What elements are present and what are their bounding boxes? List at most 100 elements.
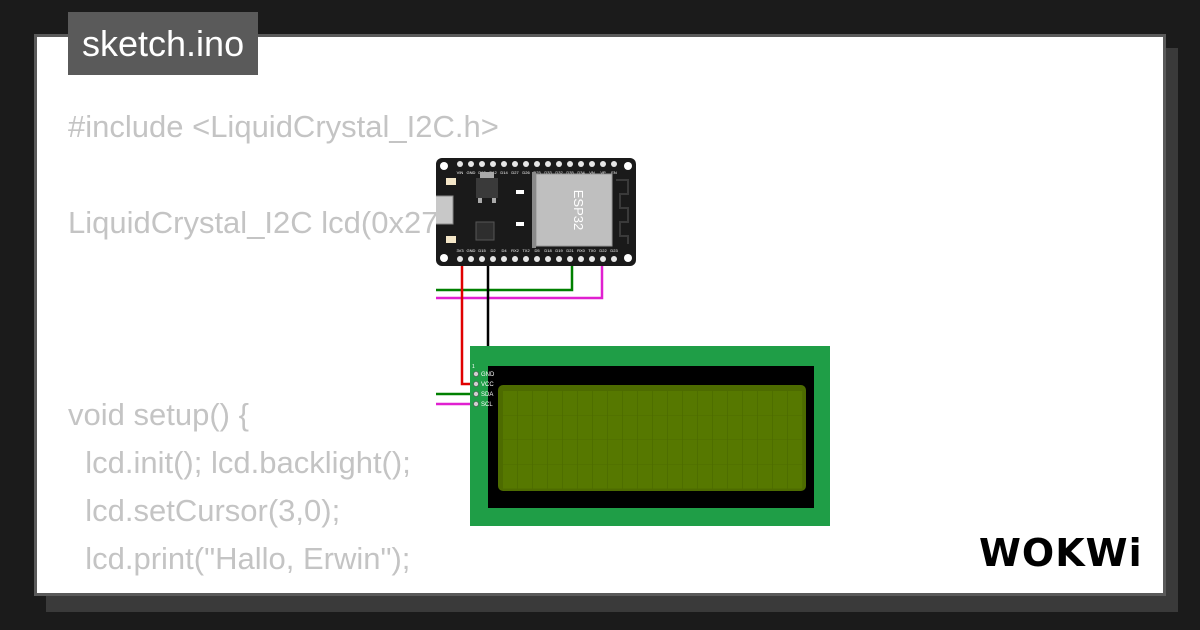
lcd-char-cell <box>518 440 533 464</box>
esp32-pin-hole <box>545 161 551 167</box>
lcd-char-cell <box>653 440 668 464</box>
esp32-top-pins <box>457 161 617 167</box>
lcd-char-cell <box>728 415 743 440</box>
lcd-char-cell <box>533 391 548 415</box>
esp32-pin-label: VN <box>589 170 595 175</box>
esp32-pin-label: D25 <box>533 170 541 175</box>
lcd-char-cell <box>578 415 593 440</box>
esp32-pin-label: D21 <box>566 248 574 253</box>
simulation-canvas[interactable]: #include <LiquidCrystal_I2C.h>LiquidCrys… <box>34 34 1166 596</box>
esp32-pin-label: VIN <box>457 170 464 175</box>
lcd-char-cell <box>518 415 533 440</box>
lcd-char-cell <box>638 415 653 440</box>
lcd-char-cell <box>548 415 563 440</box>
lcd-pin-label: VCC <box>481 382 494 388</box>
esp32-pin-hole <box>501 161 507 167</box>
esp32-pin-label: D33 <box>544 170 552 175</box>
esp32-board[interactable]: VINGNDD13D12D14D27D26D25D33D32D35D34VNVP… <box>436 158 636 266</box>
lcd-2004-display[interactable]: 1 GND VCC SDA SCL <box>470 346 830 526</box>
lcd-char-cell <box>578 464 593 489</box>
esp32-pin-label: GND <box>467 248 476 253</box>
wire-magenta-scl <box>436 259 604 406</box>
esp32-pin-hole <box>589 256 595 262</box>
esp32-pin-hole <box>490 256 496 262</box>
lcd-pin <box>473 401 479 407</box>
esp32-pin-hole <box>556 161 562 167</box>
lcd-pin-label: GND <box>481 372 495 378</box>
esp32-pin-hole <box>578 161 584 167</box>
code-editor-background: #include <LiquidCrystal_I2C.h>LiquidCrys… <box>68 103 544 593</box>
esp32-pin-hole <box>567 256 573 262</box>
esp32-module <box>535 173 613 247</box>
esp32-pin-label: D22 <box>599 248 607 253</box>
lcd-char-cell <box>713 415 728 440</box>
lcd-char-cell <box>743 415 758 440</box>
esp32-pin-label: D23 <box>610 248 618 253</box>
esp32-pin-hole <box>600 161 606 167</box>
esp32-pin-hole <box>479 161 485 167</box>
wokwi-logo-text: WOKWi <box>979 531 1143 575</box>
lcd-char-cell <box>623 415 638 440</box>
wire-green-sda <box>436 259 574 396</box>
esp32-pin-hole <box>490 161 496 167</box>
esp32-pin-hole <box>556 256 562 262</box>
lcd-char-cell <box>668 440 683 464</box>
esp32-pin-label: D4 <box>501 248 507 253</box>
lcd-char-cell <box>623 464 638 489</box>
circuit-diagram: VINGNDD13D12D14D27D26D25D33D32D35D34VNVP… <box>436 158 830 526</box>
esp32-pin-hole <box>468 256 474 262</box>
esp32-pin-label: D34 <box>577 170 585 175</box>
lcd-char-cell <box>683 464 698 489</box>
lcd-char-cell <box>533 440 548 464</box>
lcd-char-cell <box>548 464 563 489</box>
lcd-pin <box>473 391 479 397</box>
esp32-pin-hole <box>534 161 540 167</box>
esp32-pin-hole <box>611 161 617 167</box>
esp32-pin-label: RX2 <box>511 248 520 253</box>
esp32-pin-label: RX0 <box>577 248 586 253</box>
esp32-pin-label: D26 <box>522 170 530 175</box>
file-tab[interactable]: sketch.ino <box>68 12 259 75</box>
lcd-char-cell <box>668 415 683 440</box>
lcd-pin-label: SCL <box>481 402 493 408</box>
esp32-bottom-pins <box>457 256 617 262</box>
lcd-char-cell <box>788 391 803 415</box>
esp32-pin-label: EN <box>611 170 617 175</box>
lcd-pin-header-number: 1 <box>472 364 475 370</box>
esp32-pin-label: TX0 <box>588 248 596 253</box>
esp32-pin-label: D14 <box>500 170 508 175</box>
lcd-char-cell <box>608 464 623 489</box>
lcd-char-cell <box>563 415 578 440</box>
lcd-char-cell <box>608 440 623 464</box>
esp32-pin-hole <box>523 256 529 262</box>
lcd-char-cell <box>743 440 758 464</box>
lcd-char-cell <box>683 415 698 440</box>
esp32-pin-hole <box>600 256 606 262</box>
lcd-pin-label: SDA <box>481 392 493 398</box>
esp32-pin-label: D27 <box>511 170 519 175</box>
esp32-pin-hole <box>589 161 595 167</box>
lcd-char-cell <box>608 391 623 415</box>
wokwi-logo: WOKWi <box>979 531 1143 575</box>
lcd-char-cell <box>758 464 773 489</box>
lcd-char-cell <box>788 440 803 464</box>
lcd-char-cell <box>788 464 803 489</box>
lcd-char-cell <box>653 415 668 440</box>
esp32-pin-hole <box>501 256 507 262</box>
code-line: lcd.setCursor(0,1); <box>68 583 544 593</box>
lcd-char-cell <box>683 391 698 415</box>
esp32-pin-hole <box>457 161 463 167</box>
lcd-char-cell <box>713 464 728 489</box>
led-power <box>446 178 456 185</box>
esp32-pin-label: D5 <box>534 248 540 253</box>
lcd-char-cell <box>743 464 758 489</box>
lcd-char-cell <box>563 440 578 464</box>
lcd-char-cell <box>773 391 788 415</box>
lcd-char-cell <box>503 391 518 415</box>
esp32-pin-label: GND <box>467 170 476 175</box>
lcd-char-cell <box>728 391 743 415</box>
lcd-pin <box>473 381 479 387</box>
usb-port <box>436 195 454 225</box>
lcd-char-cell <box>593 464 608 489</box>
